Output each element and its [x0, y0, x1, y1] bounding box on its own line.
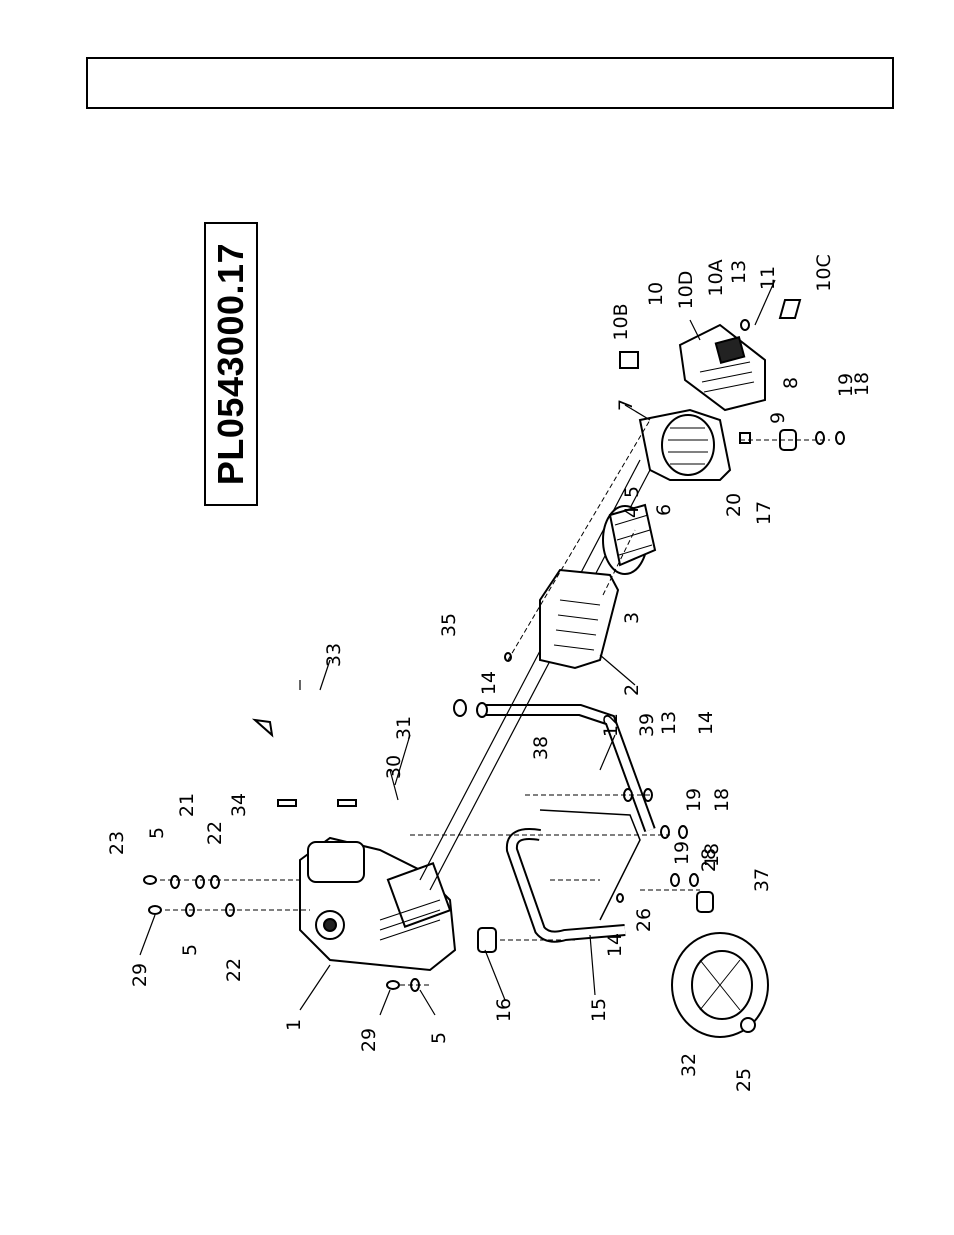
- callout-35: 35: [438, 613, 460, 637]
- callout-5-b: 5: [179, 944, 201, 956]
- callout-10D: 10D: [675, 271, 697, 310]
- callout-23: 23: [106, 831, 128, 855]
- callout-14-a: 14: [478, 671, 500, 695]
- callout-10A: 10A: [705, 259, 727, 296]
- callout-4: 4: [621, 506, 643, 518]
- wheel-part: [671, 932, 769, 1038]
- callout-14-c: 14: [604, 933, 626, 957]
- header-box: [86, 57, 894, 109]
- callout-labels: 1 2 3 4 5 5 5 5 6 7 8 9 10 10A 10B 10C 1…: [106, 254, 873, 1092]
- callout-13-a: 13: [728, 260, 750, 284]
- callout-5-d: 5: [621, 486, 643, 498]
- callout-5-a: 5: [146, 827, 168, 839]
- rear-housing-part: [539, 568, 620, 670]
- callout-19-a: 19: [835, 373, 857, 397]
- callout-19-b: 19: [683, 788, 705, 812]
- callout-21: 21: [176, 793, 198, 817]
- callout-16: 16: [493, 998, 515, 1022]
- frame-part: [476, 702, 656, 943]
- control-box-part: [678, 323, 766, 412]
- callout-31: 31: [393, 716, 415, 740]
- stator-part: [638, 408, 732, 481]
- handle-part: [207, 680, 393, 804]
- callout-29-a: 29: [129, 963, 151, 987]
- callout-37: 37: [751, 868, 773, 892]
- callout-38: 38: [530, 736, 552, 760]
- hardware-parts: [143, 319, 845, 992]
- callout-28: 28: [698, 848, 720, 872]
- bushing-part: [477, 927, 497, 953]
- callout-13-b: 13: [658, 711, 680, 735]
- callout-10C: 10C: [813, 254, 835, 291]
- callout-7: 7: [615, 399, 637, 411]
- engine-part: [299, 836, 457, 972]
- callout-14-b: 14: [695, 711, 717, 735]
- callout-5-c: 5: [428, 1032, 450, 1044]
- callout-15: 15: [588, 998, 610, 1022]
- callout-33: 33: [323, 643, 345, 667]
- callout-26: 26: [633, 908, 655, 932]
- label-plate-part: [778, 299, 802, 319]
- callout-10B: 10B: [610, 303, 632, 340]
- callout-1: 1: [283, 1019, 305, 1031]
- callout-25: 25: [733, 1068, 755, 1092]
- callout-11: 11: [757, 266, 779, 290]
- callout-9: 9: [767, 412, 789, 424]
- callout-6: 6: [653, 504, 675, 516]
- callout-22-b: 22: [223, 958, 245, 982]
- outlet-part: [619, 351, 639, 369]
- callout-18-c: 18: [701, 843, 723, 867]
- callout-30: 30: [383, 755, 405, 779]
- callout-19-c: 19: [671, 841, 693, 865]
- callout-2: 2: [621, 684, 643, 696]
- callout-18-a: 18: [851, 372, 873, 396]
- callout-39: 39: [636, 713, 658, 737]
- callout-29-b: 29: [358, 1028, 380, 1052]
- callout-10: 10: [645, 282, 667, 306]
- callout-17: 17: [753, 501, 775, 525]
- callout-34: 34: [228, 793, 250, 817]
- callout-3: 3: [621, 612, 643, 624]
- callout-20: 20: [723, 493, 745, 517]
- callout-18-b: 18: [711, 788, 733, 812]
- callout-22-a: 22: [204, 821, 226, 845]
- callout-8: 8: [780, 377, 802, 389]
- callout-32: 32: [678, 1053, 700, 1077]
- leader-lines: [139, 319, 830, 1016]
- part-number-box: [204, 222, 258, 506]
- callout-12: 12: [600, 713, 622, 737]
